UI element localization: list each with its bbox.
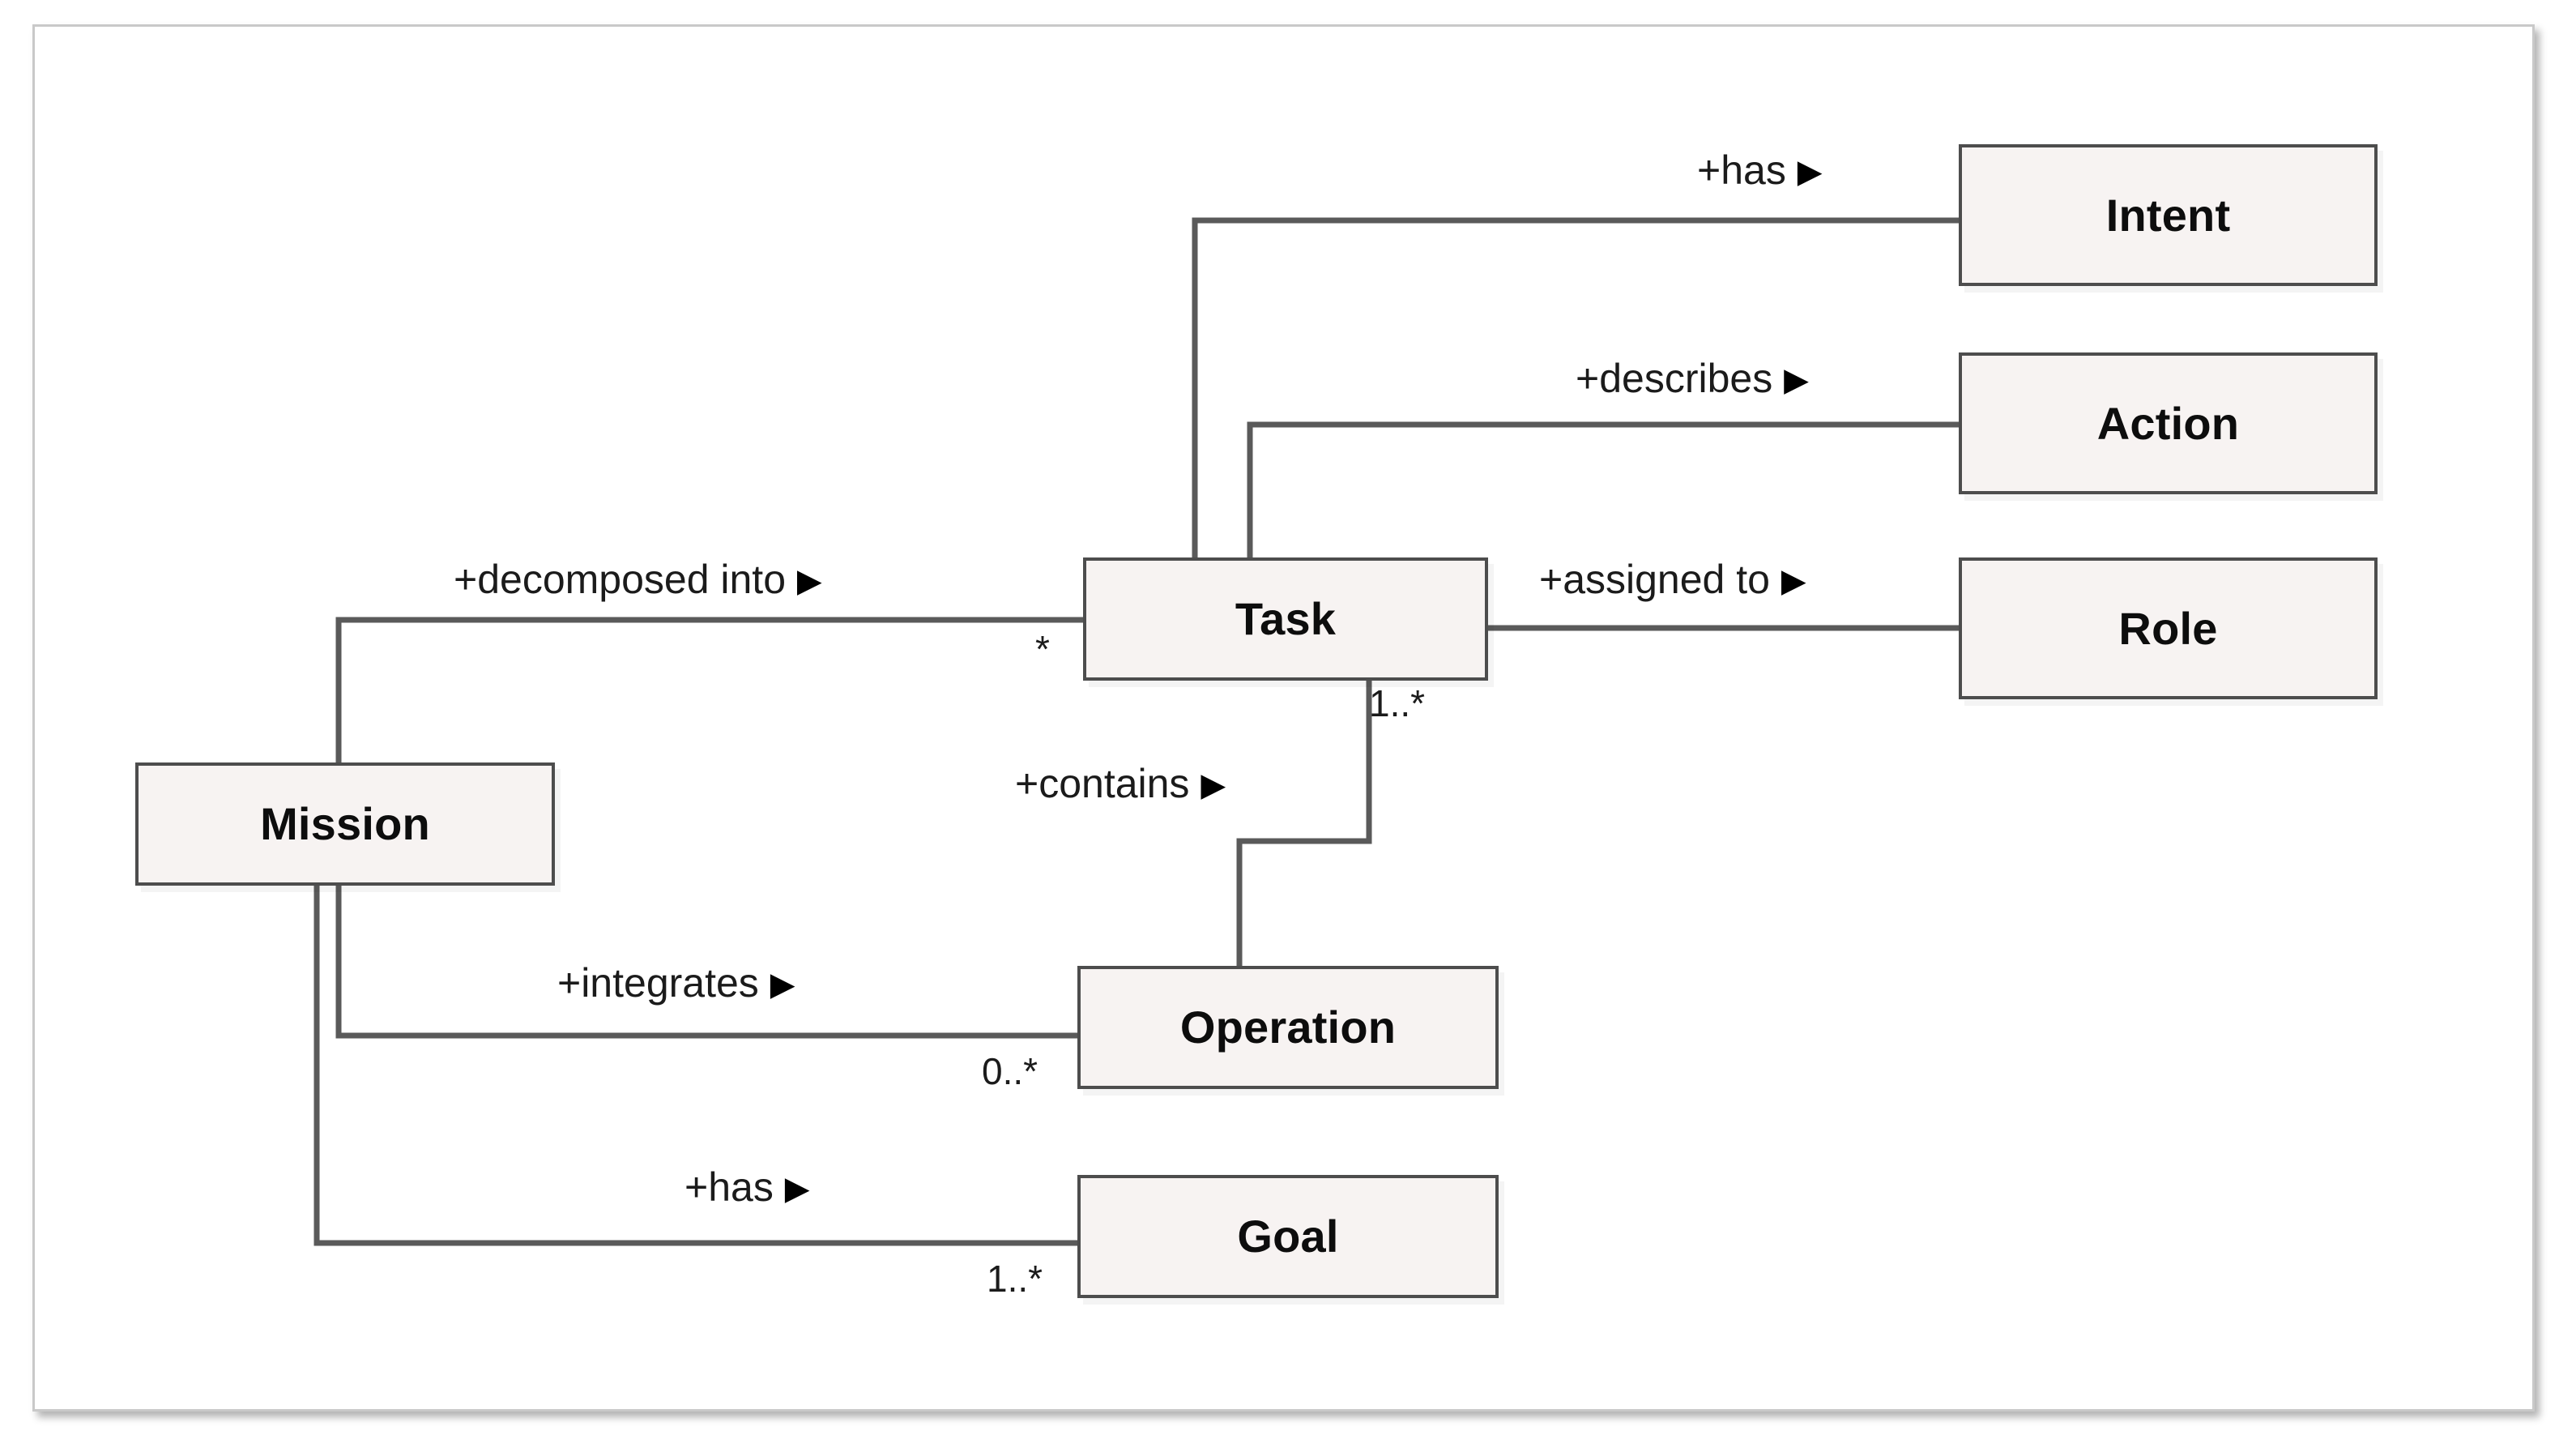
arrow-right-icon: ▶ xyxy=(770,967,795,1002)
edge-label-task-assigned-to-role-text: +assigned to xyxy=(1539,557,1770,602)
class-node-intent-label: Intent xyxy=(2105,189,2231,241)
arrow-right-icon: ▶ xyxy=(784,1171,810,1207)
class-node-task[interactable]: Task xyxy=(1083,557,1488,681)
edge-label-task-has-intent: +has ▶ xyxy=(1697,150,1823,190)
class-node-role[interactable]: Role xyxy=(1959,557,2378,699)
arrow-right-icon: ▶ xyxy=(1784,362,1809,398)
multiplicity-mission-goal: 1..* xyxy=(987,1258,1043,1300)
arrow-right-icon: ▶ xyxy=(1201,767,1226,803)
edge-label-mission-has-goal-text: +has xyxy=(685,1164,774,1210)
edge-label-mission-decomposed-into-task-text: +decomposed into xyxy=(454,557,787,602)
edge-label-task-contains-operation: +contains ▶ xyxy=(1015,763,1226,804)
class-node-action[interactable]: Action xyxy=(1959,352,2378,494)
multiplicity-mission-operation: 0..* xyxy=(982,1050,1039,1092)
class-node-mission[interactable]: Mission xyxy=(135,762,555,886)
class-node-mission-label: Mission xyxy=(260,798,430,849)
class-node-task-label: Task xyxy=(1235,593,1337,644)
arrow-right-icon: ▶ xyxy=(796,563,822,599)
class-node-operation[interactable]: Operation xyxy=(1077,966,1499,1089)
edge-label-task-describes-action: +describes ▶ xyxy=(1576,358,1809,399)
class-node-operation-label: Operation xyxy=(1179,1002,1397,1053)
class-node-intent[interactable]: Intent xyxy=(1959,144,2378,286)
edge-label-mission-decomposed-into-task: +decomposed into ▶ xyxy=(454,559,822,600)
class-node-role-label: Role xyxy=(2118,602,2218,654)
multiplicity-mission-task: * xyxy=(1035,628,1050,670)
multiplicity-task-operation: 1..* xyxy=(1369,682,1426,724)
edge-label-task-contains-operation-text: +contains xyxy=(1015,761,1190,806)
class-node-goal-label: Goal xyxy=(1237,1211,1339,1262)
edge-label-mission-integrates-operation: +integrates ▶ xyxy=(557,963,795,1003)
arrow-right-icon: ▶ xyxy=(1781,563,1806,599)
edge-label-task-assigned-to-role: +assigned to ▶ xyxy=(1539,559,1806,600)
class-node-action-label: Action xyxy=(2096,397,2240,449)
edge-label-mission-has-goal: +has ▶ xyxy=(685,1167,810,1207)
arrow-right-icon: ▶ xyxy=(1797,154,1823,190)
edge-label-mission-integrates-operation-text: +integrates xyxy=(557,960,759,1006)
class-node-goal[interactable]: Goal xyxy=(1077,1175,1499,1298)
edge-label-task-has-intent-text: +has xyxy=(1697,147,1786,193)
edge-label-task-describes-action-text: +describes xyxy=(1576,356,1773,401)
